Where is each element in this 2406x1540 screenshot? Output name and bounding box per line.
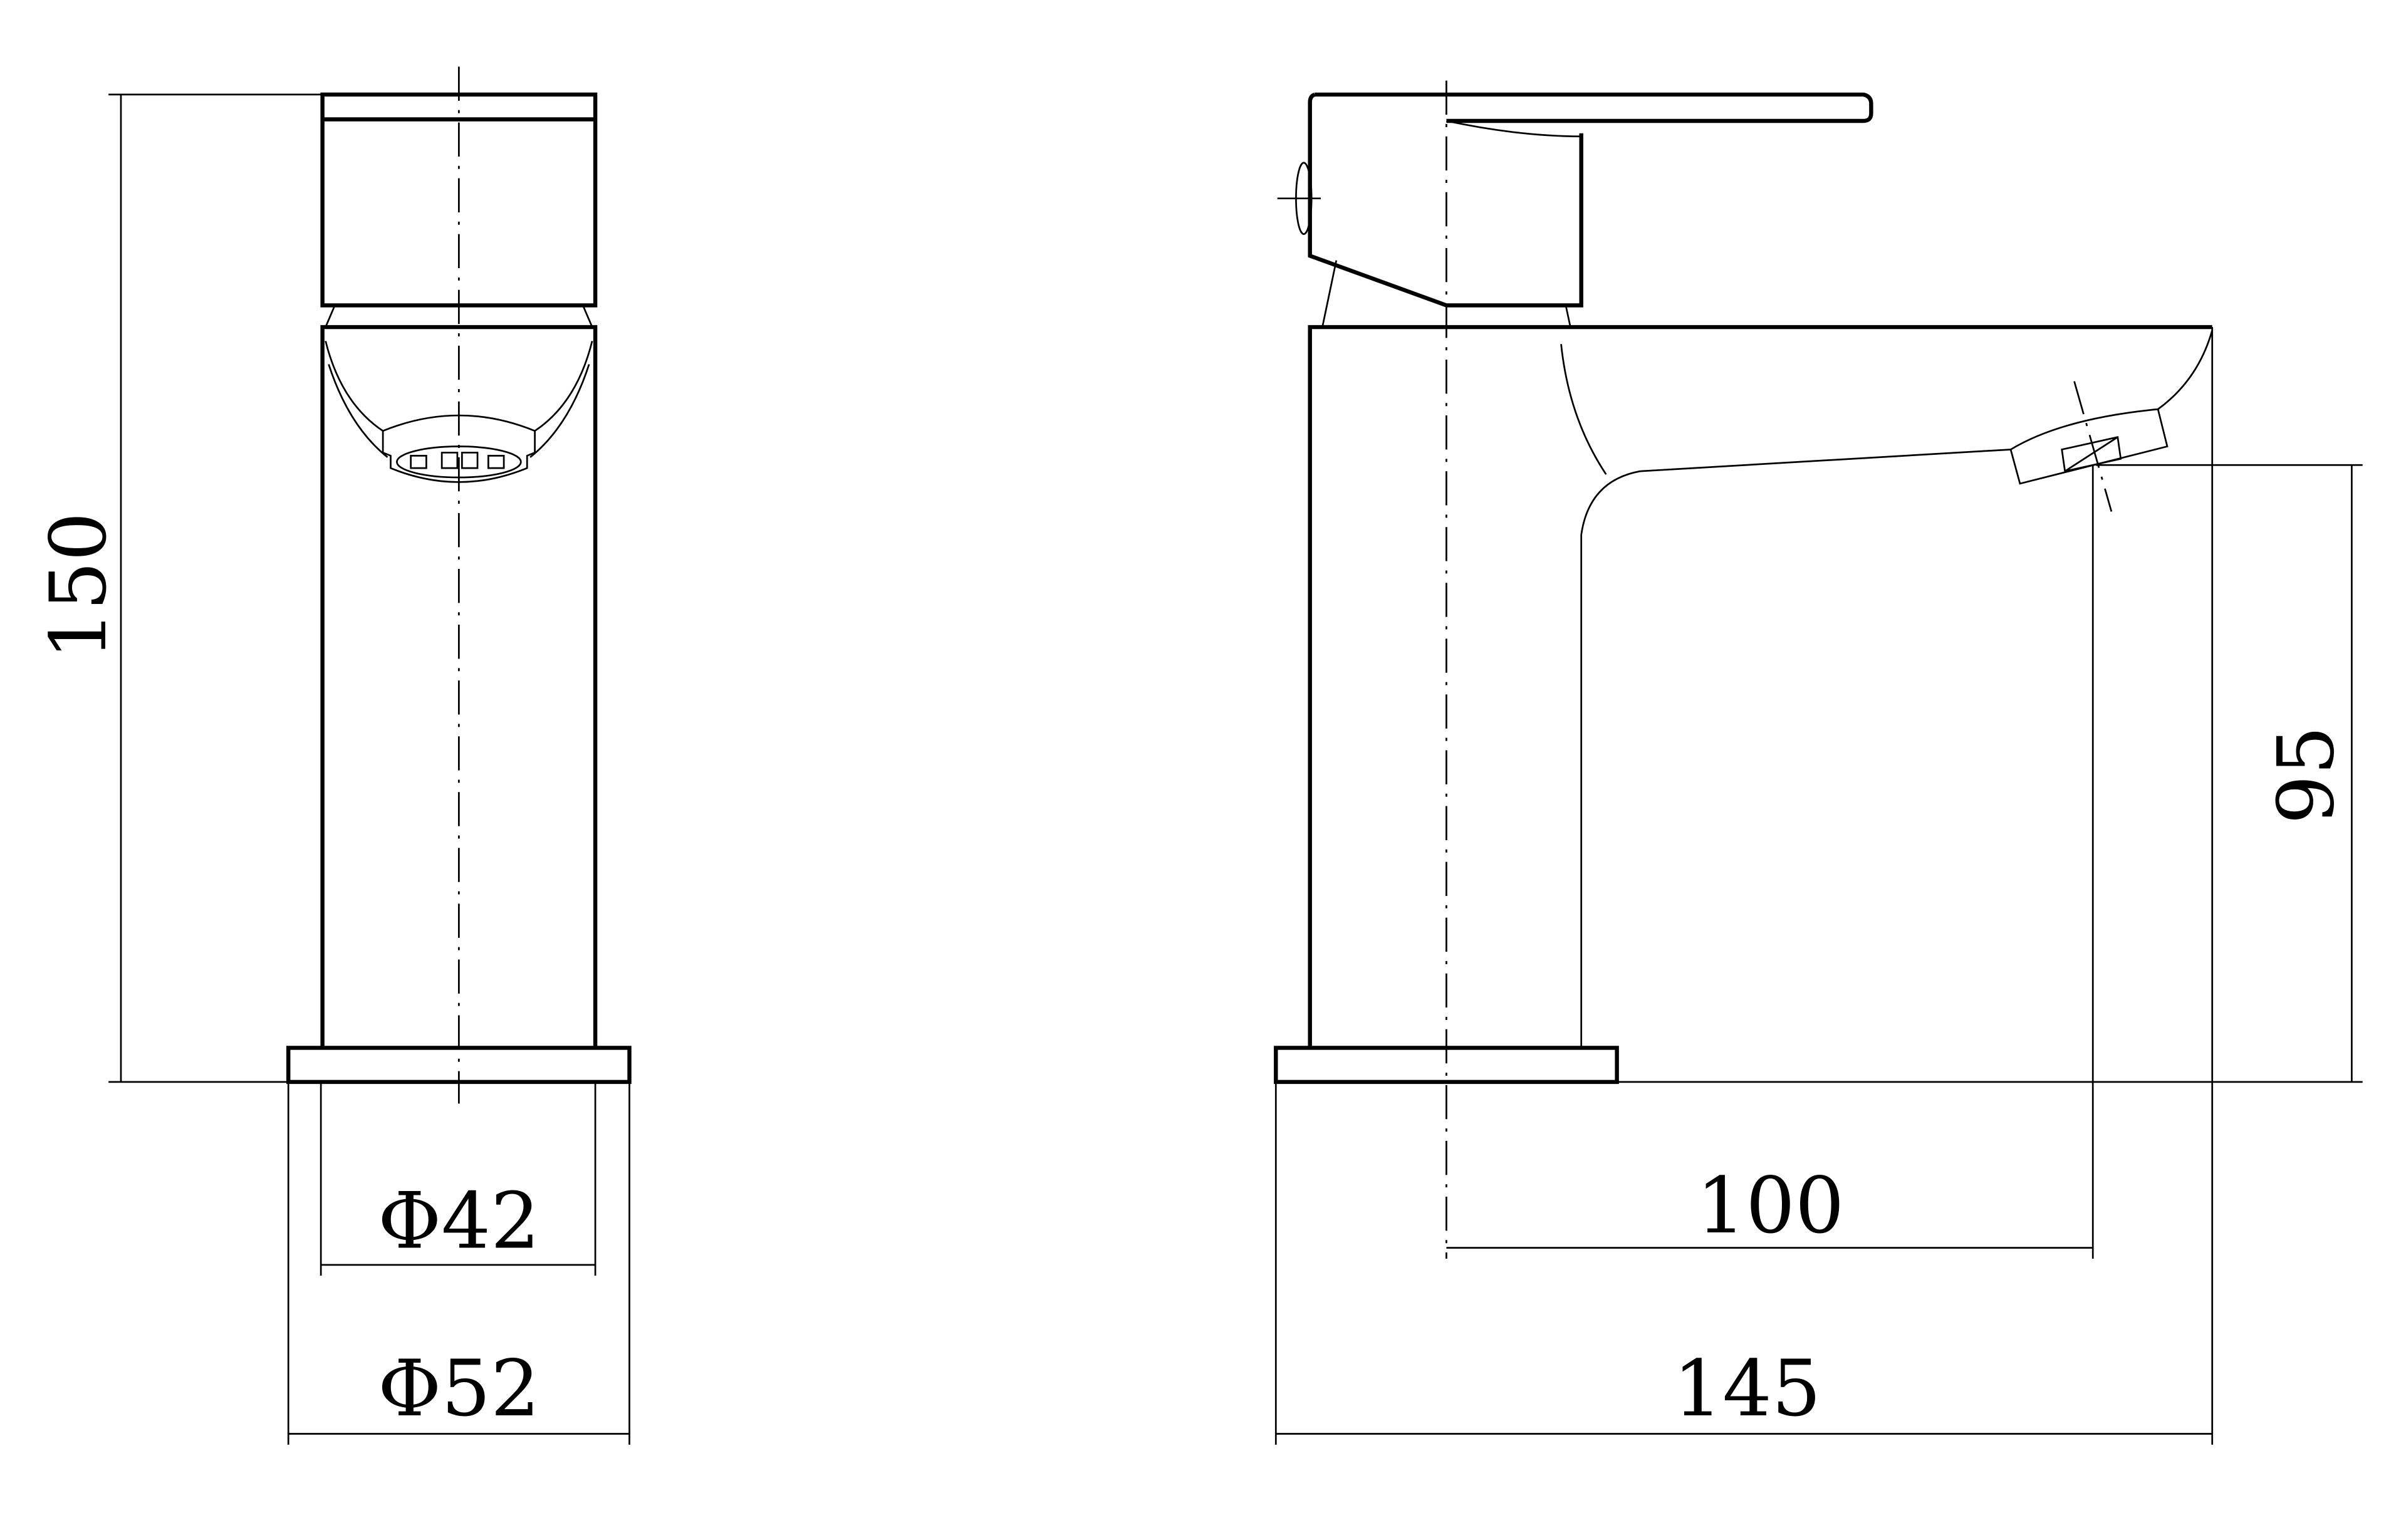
lever <box>1315 92 1873 123</box>
lever-underside <box>1446 120 1581 138</box>
dimension-145: 145 <box>1274 1048 2214 1445</box>
spout-inner-arc <box>1560 344 1607 475</box>
dimension-95: 95 <box>1617 464 2363 1083</box>
collar <box>325 304 593 328</box>
collar <box>1321 260 1571 328</box>
dimension-phi42: Φ42 <box>320 1081 596 1276</box>
aerator-outlet <box>2061 381 2122 512</box>
base-diameter-label: Φ52 <box>378 1344 540 1434</box>
dimension-150: 150 <box>34 93 323 1083</box>
overall-depth-label: 145 <box>1673 1344 1821 1434</box>
body <box>1308 325 2212 1048</box>
inner-diameter-label: Φ42 <box>378 1177 540 1267</box>
height-label: 150 <box>34 512 124 660</box>
body <box>320 325 598 1048</box>
dimension-100: 100 <box>1446 465 2094 1259</box>
front-view: 150 Φ42 Φ52 <box>34 66 632 1445</box>
spout <box>1580 327 2214 1048</box>
handle-button <box>1277 162 1321 235</box>
spout-reach-label: 100 <box>1697 1161 1845 1251</box>
handle-body <box>1308 92 1583 308</box>
spout-curve <box>325 340 593 458</box>
side-view: 95 100 145 <box>1274 80 2363 1445</box>
dimension-phi52: Φ52 <box>287 1081 630 1445</box>
spout-height-label: 95 <box>2262 726 2352 824</box>
